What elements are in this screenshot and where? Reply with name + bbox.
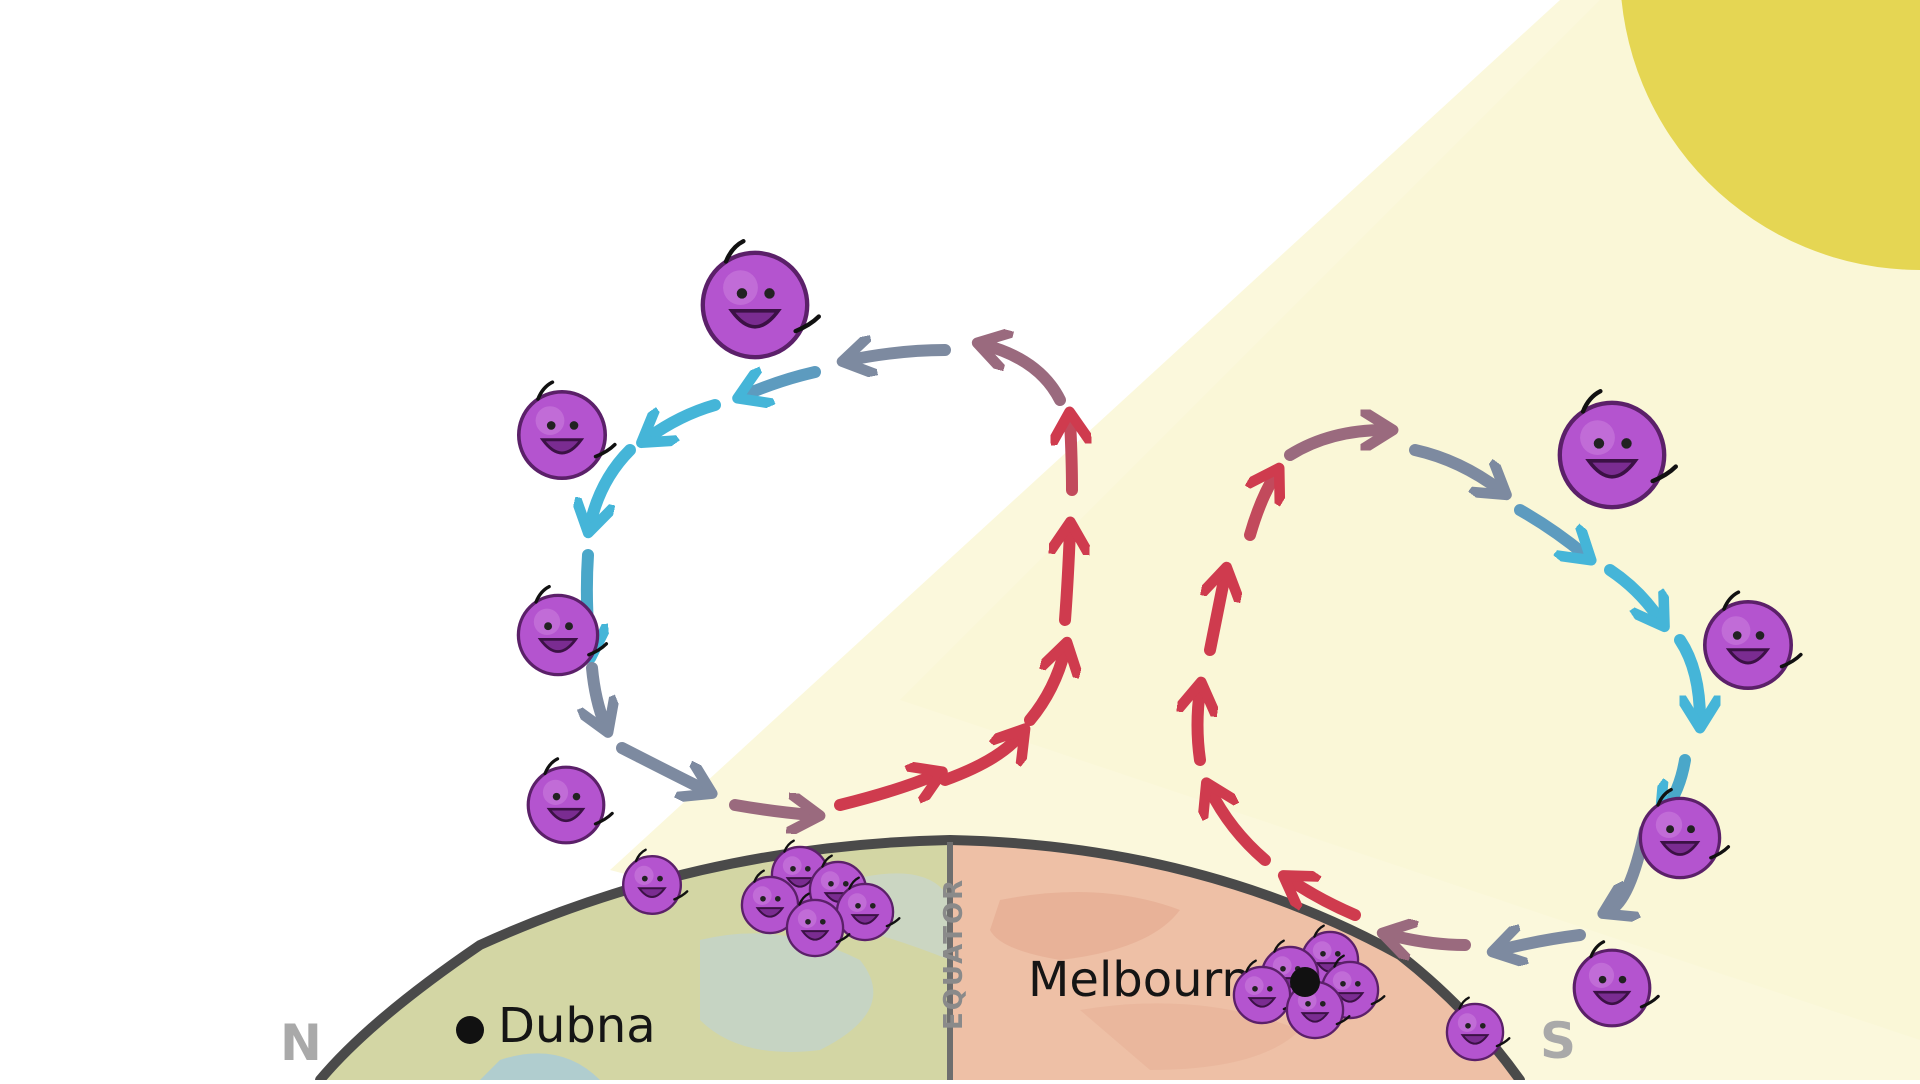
left-circulation-loop [587,345,1072,815]
sun-icon [1621,0,1920,270]
earth-outline [315,834,1525,1084]
water-blob [480,1053,600,1080]
arrow-top-3 [745,366,821,395]
bacteria-creature-icon [526,757,614,845]
arrow-r-rising-4 [1210,575,1225,656]
arrow-top-1 [985,345,1066,406]
arrow-r-rising-2 [1210,790,1271,866]
city-dot-icon [1290,967,1320,997]
arrow-rising-5 [1070,420,1072,496]
city-label-dubna: Dubna [498,998,656,1054]
arrow-r-top-3 [1514,504,1585,555]
equator-label: EQUATOR [939,878,969,1030]
bacteria-creature-icon [516,584,609,677]
arrow-bottom-1 [616,742,705,790]
arrow-r-rising-1 [1290,880,1361,921]
arrow-rising-3 [1024,650,1065,726]
arrow-rising-4 [1065,530,1070,626]
arrow-r-bottom-2 [1390,935,1471,945]
bacteria-creature-icon [516,380,617,481]
arrow-r-rising-5 [1244,475,1275,541]
arrow-rising-1 [834,775,935,811]
arrow-r-bottom-1 [1500,935,1586,950]
arrow-r-top-1 [1284,430,1385,461]
arrow-sinking-1 [648,399,721,438]
arrow-rising-2 [939,735,1020,786]
land-texture-north [700,933,874,1052]
south-label: S [1540,1012,1576,1070]
bacteria-creature-icon [703,241,819,357]
land-texture-south-2 [1080,1003,1300,1070]
city-dot-icon [456,1016,484,1044]
arrow-r-rising-3 [1198,690,1201,766]
arrow-sinking-4 [592,662,605,725]
land-texture-south [990,892,1180,960]
right-circulation-loop [1198,430,1701,950]
arrow-r-sinking-1 [1604,564,1660,620]
north-label: N [280,1014,322,1072]
arrow-top-2 [850,350,951,360]
arrow-r-sinking-2 [1674,634,1700,720]
arrow-r-top-2 [1409,444,1500,490]
arrow-bottom-2 [729,805,812,815]
arrow-sinking-2 [590,444,636,525]
